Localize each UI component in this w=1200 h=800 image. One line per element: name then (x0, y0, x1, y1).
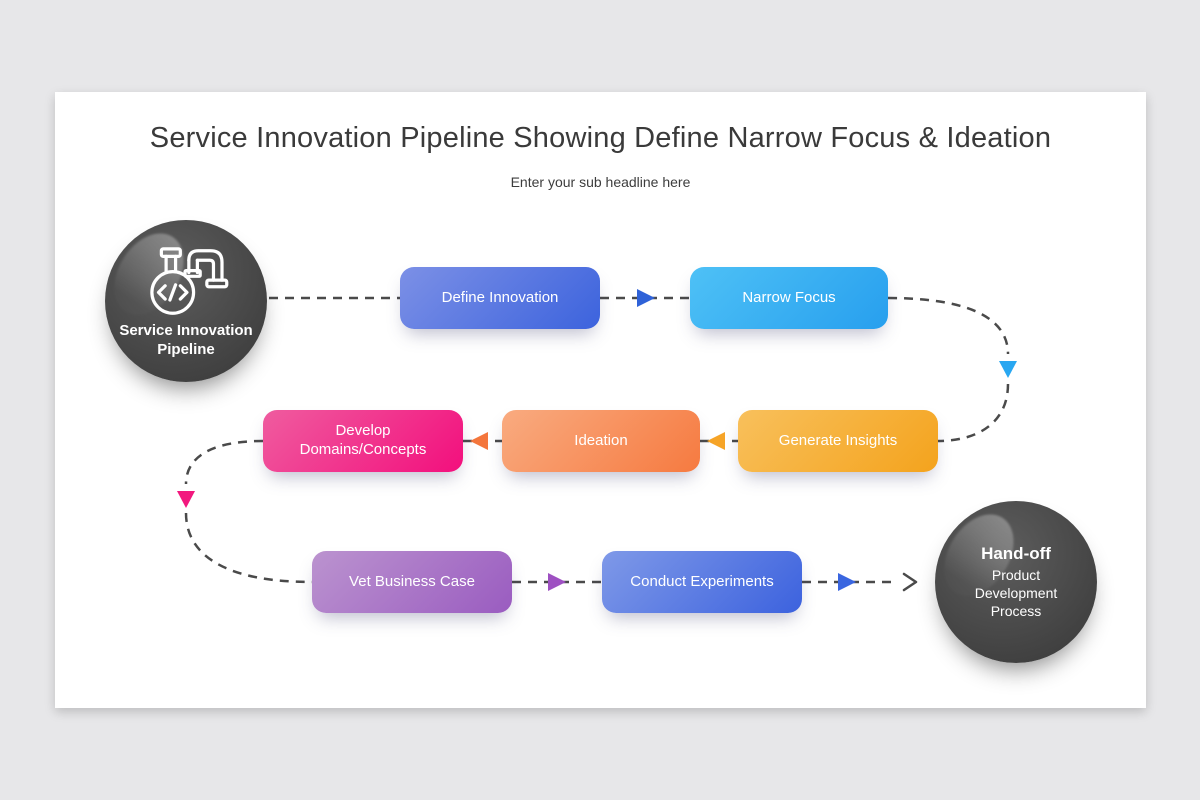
start-node-service-innovation-pipeline: Service Innovation Pipeline (105, 220, 267, 382)
connector-curve-vet (184, 512, 313, 584)
pipeline-code-icon (150, 247, 229, 315)
step-label: Vet Business Case (349, 572, 475, 590)
step-develop-domains-concepts: Develop Domains/Concepts (263, 410, 463, 472)
step-narrow-focus: Narrow Focus (690, 267, 888, 329)
connector-develop-curve-top (184, 439, 264, 485)
step-ideation: Ideation (502, 410, 700, 472)
slide-subtitle: Enter your sub headline here (510, 174, 691, 190)
slide-title: Service Innovation Pipeline Showing Defi… (149, 122, 1052, 154)
arrowhead-chevron-icon (902, 572, 918, 592)
connector-narrow-curve-top (887, 296, 1010, 355)
arrow-left-icon (707, 432, 725, 450)
arrow-right-icon (838, 573, 856, 591)
slide-canvas: Service Innovation Pipeline Showing Defi… (55, 92, 1146, 708)
step-label: Ideation (574, 431, 628, 449)
step-label: Define Innovation (441, 288, 559, 306)
step-label: Narrow Focus (742, 288, 836, 306)
arrow-down-icon (177, 491, 195, 508)
end-node-subtitle: Product Development Process (974, 566, 1058, 620)
arrow-down-icon (999, 361, 1017, 378)
step-conduct-experiments: Conduct Experiments (602, 551, 802, 613)
arrow-left-icon (470, 432, 488, 450)
step-generate-insights: Generate Insights (738, 410, 938, 472)
arrow-right-icon (548, 573, 566, 591)
step-label: Generate Insights (778, 431, 898, 449)
connector-layer (177, 289, 1017, 592)
start-node-label: Service Innovation Pipeline (119, 322, 253, 358)
step-label: Develop Domains/Concepts (299, 422, 427, 458)
step-label: Conduct Experiments (630, 572, 774, 590)
end-node-title: Hand-off (981, 543, 1051, 563)
arrow-right-icon (637, 289, 655, 307)
step-vet-business-case: Vet Business Case (312, 551, 512, 613)
step-define-innovation: Define Innovation (400, 267, 600, 329)
end-node-hand-off: Hand-off Product Development Process (935, 501, 1097, 663)
connector-curve-generate (937, 383, 1010, 443)
